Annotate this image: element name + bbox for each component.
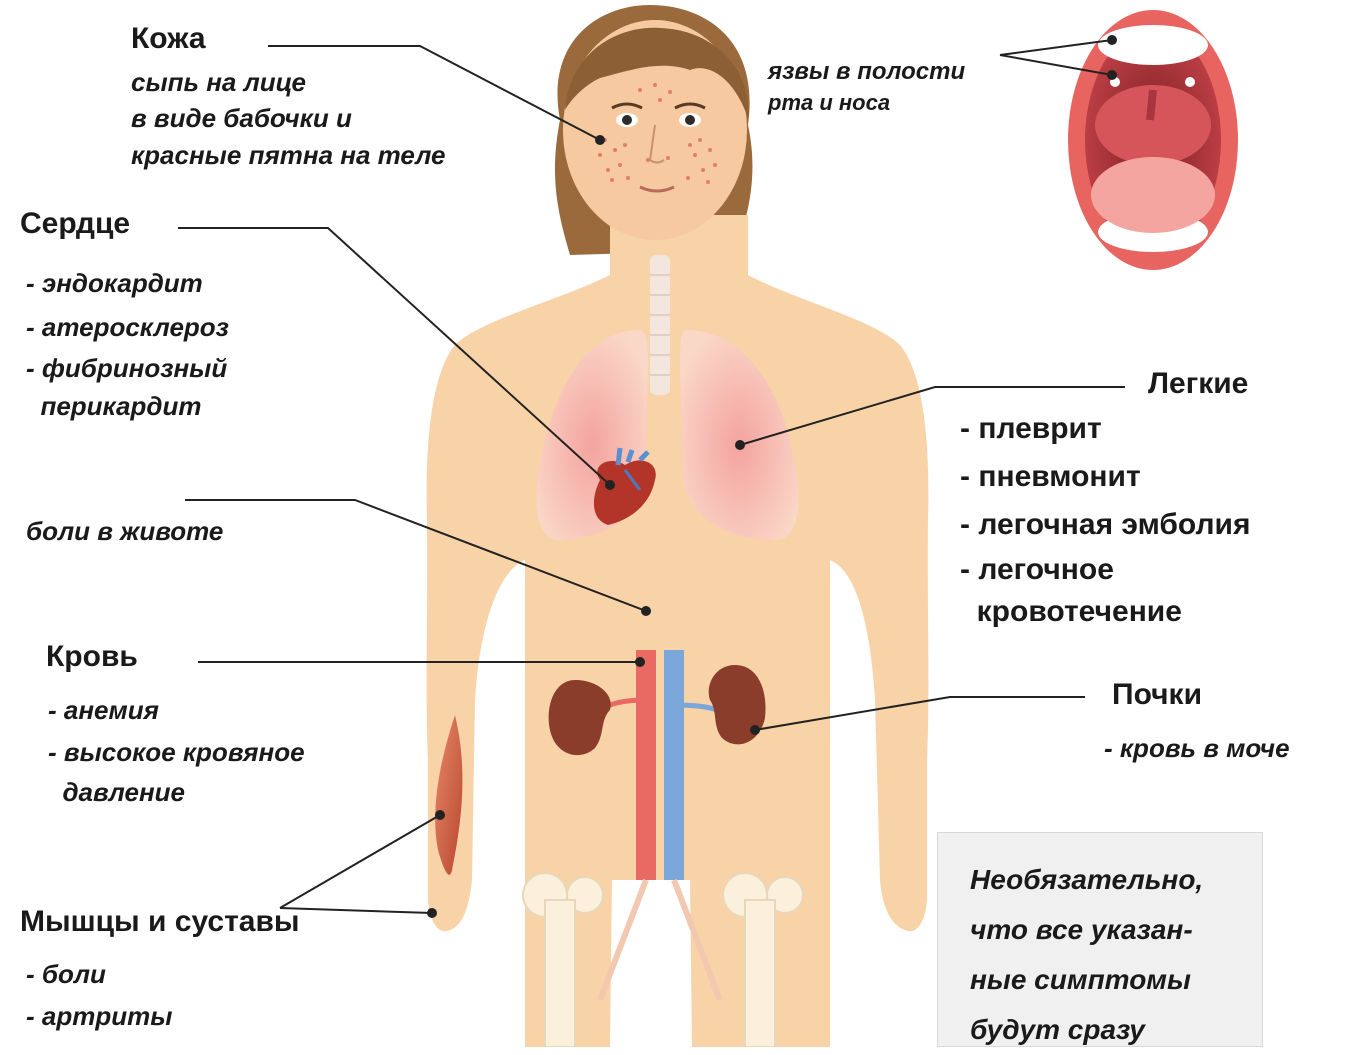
kidneys-line: - кровь в моче <box>1104 730 1290 766</box>
disclaimer-text: Необязательно, что все указан- ные симпт… <box>970 855 1203 1055</box>
skin-title: Кожа <box>131 22 206 56</box>
note-line: ные симптомы <box>970 955 1203 1005</box>
blood-line: - высокое кровяное <box>48 731 305 773</box>
kidneys-symptoms: - кровь в моче <box>1104 730 1290 766</box>
abdomen-label: боли в животе <box>26 513 223 549</box>
lungs-symptoms: - плеврит - пневмонит - легочная эмболия… <box>960 405 1251 633</box>
open-mouth-illustration <box>1068 10 1238 270</box>
kidneys-title: Почки <box>1112 678 1202 712</box>
lungs-line: кровотечение <box>960 591 1251 633</box>
skin-line: сыпь на лице <box>131 64 446 100</box>
muscles-line: - артриты <box>26 995 172 1037</box>
note-line: Необязательно, <box>970 855 1203 905</box>
blood-symptoms: - анемия - высокое кровяное давление <box>48 689 305 811</box>
vena-cava <box>664 650 684 880</box>
note-line: будут сразу <box>970 1005 1203 1055</box>
heart-symptoms: - эндокардит - атеросклероз - фибринозны… <box>26 261 229 425</box>
heart-title: Сердце <box>20 207 130 241</box>
muscles-symptoms: - боли - артриты <box>26 953 172 1037</box>
lungs-line: - легочная эмболия <box>960 501 1251 549</box>
lungs-line: - пневмонит <box>960 453 1251 501</box>
muscles-line: - боли <box>26 953 172 995</box>
lungs-line: - плеврит <box>960 405 1251 453</box>
aorta <box>636 650 656 880</box>
lungs-title: Легкие <box>1148 367 1248 401</box>
note-line: что все указан- <box>970 905 1203 955</box>
blood-line: давление <box>48 773 305 811</box>
mouth-line: язвы в полости <box>768 56 965 88</box>
skin-symptoms: сыпь на лице в виде бабочки и красные пя… <box>131 64 446 173</box>
torso <box>427 215 929 1047</box>
blood-title: Кровь <box>46 640 138 674</box>
mouth-line: рта и носа <box>768 88 965 118</box>
skin-line: красные пятна на теле <box>131 137 446 173</box>
disclaimer-note: Необязательно, что все указан- ные симпт… <box>937 832 1263 1047</box>
heart-line: - эндокардит <box>26 261 229 305</box>
pelvis <box>523 873 803 1047</box>
blood-line: - анемия <box>48 689 305 731</box>
heart-line: перикардит <box>26 387 229 425</box>
heart-line: - атеросклероз <box>26 305 229 349</box>
mouth-symptoms: язвы в полости рта и носа <box>768 56 965 118</box>
skin-line: в виде бабочки и <box>131 100 446 136</box>
heart-line: - фибринозный <box>26 349 229 387</box>
muscles-title: Мышцы и суставы <box>20 905 300 939</box>
lungs-line: - легочное <box>960 549 1251 591</box>
